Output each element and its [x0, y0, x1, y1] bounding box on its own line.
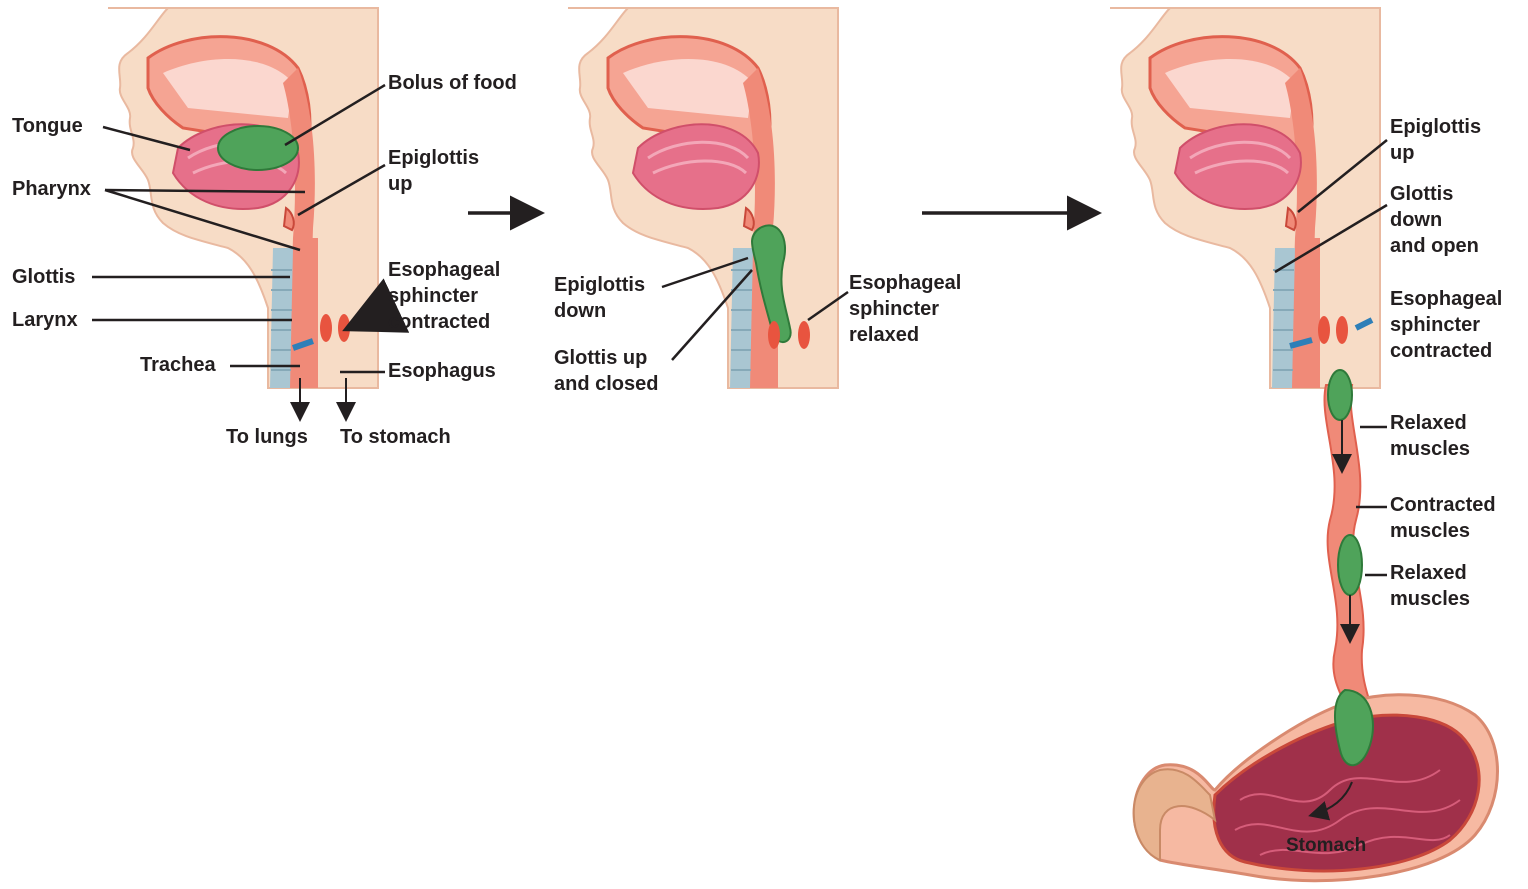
bolus	[218, 126, 298, 170]
label-pharynx: Pharynx	[12, 176, 91, 202]
label-glottis: Glottis	[12, 264, 75, 290]
sphincter-right	[798, 321, 810, 349]
label-tongue: Tongue	[12, 113, 83, 139]
label-esophagus: Esophagus	[388, 358, 496, 384]
label-bolus: Bolus of food	[388, 70, 517, 96]
label-stomach: Stomach	[1286, 833, 1366, 859]
bolus-upper	[1328, 370, 1352, 420]
label-sphincter-relaxed: Esophageal sphincter relaxed	[849, 270, 961, 348]
panel-1-artwork	[108, 8, 378, 388]
panel-3-artwork	[1110, 8, 1380, 388]
label-epiglottis-down: Epiglottis down	[554, 272, 645, 324]
label-sphincter-contracted-3: Esophageal sphincter contracted	[1390, 286, 1502, 364]
label-glottis-up-closed: Glottis up and closed	[554, 345, 658, 397]
label-epiglottis-up-3: Epiglottis up	[1390, 114, 1481, 166]
label-epiglottis-up: Epiglottis up	[388, 145, 479, 197]
label-trachea: Trachea	[140, 352, 216, 378]
label-glottis-down-open: Glottis down and open	[1390, 181, 1479, 259]
esophagus-lower	[1324, 370, 1375, 720]
label-larynx: Larynx	[12, 307, 78, 333]
sphincter-left	[1318, 316, 1330, 344]
label-contracted-muscles: Contracted muscles	[1390, 492, 1496, 544]
sphincter-right	[338, 314, 350, 342]
bolus-stomach	[1335, 690, 1373, 765]
bolus-middle	[1338, 535, 1362, 595]
label-to-stomach: To stomach	[340, 424, 451, 450]
sphincter-left	[320, 314, 332, 342]
sphincter-left	[768, 321, 780, 349]
label-relaxed-muscles-2: Relaxed muscles	[1390, 560, 1470, 612]
label-sphincter-contracted: Esophageal sphincter contracted	[388, 257, 500, 335]
label-relaxed-muscles-1: Relaxed muscles	[1390, 410, 1470, 462]
sphincter-right	[1336, 316, 1348, 344]
panel-2-artwork	[568, 8, 838, 388]
label-to-lungs: To lungs	[226, 424, 308, 450]
